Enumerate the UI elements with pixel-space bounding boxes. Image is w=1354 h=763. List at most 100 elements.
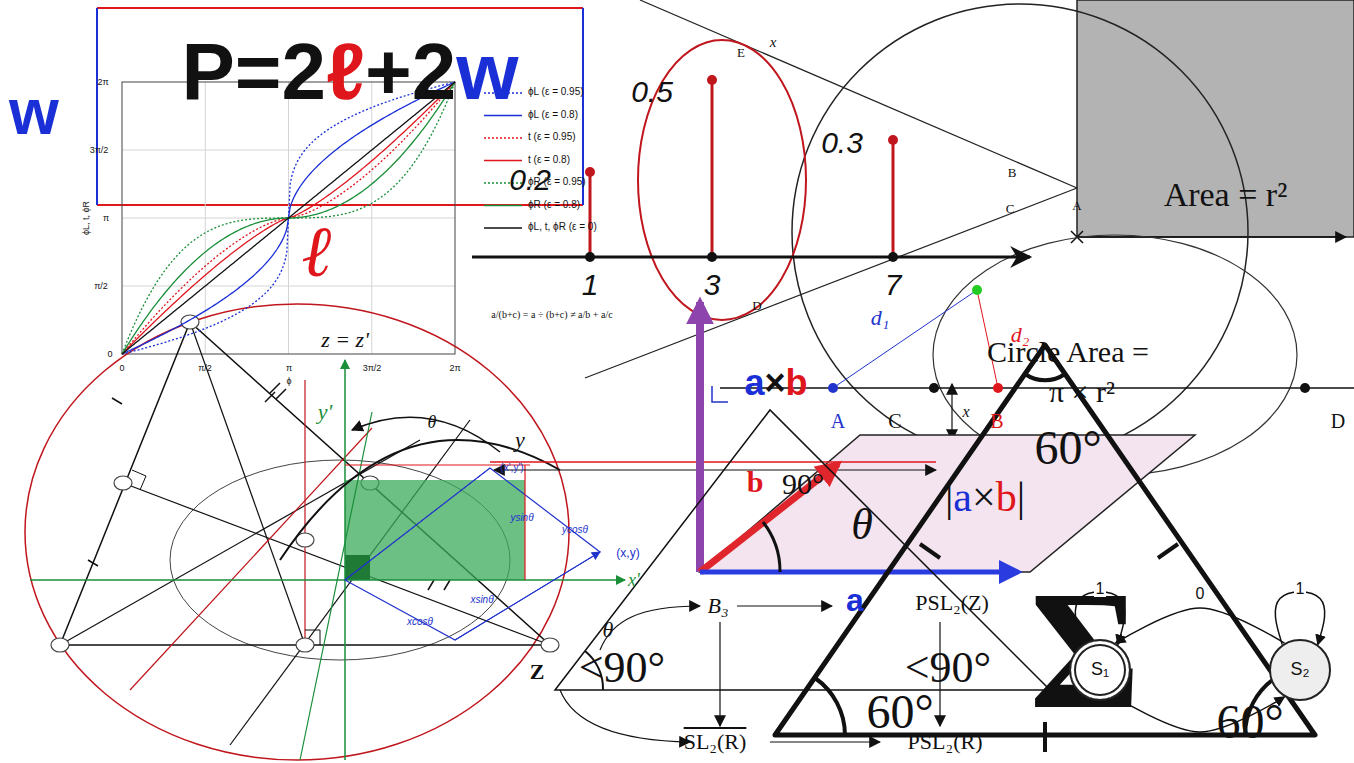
chart-frame: [122, 286, 455, 287]
chart-curve: [122, 82, 455, 354]
math-label: ysinθ: [510, 513, 533, 523]
stem-plot: [707, 75, 717, 85]
math-label: |a×b|: [945, 476, 1025, 518]
legend-text: ϕL (ε = 0.95): [528, 87, 584, 97]
legend-sample: [484, 160, 522, 162]
chart-curve: [122, 82, 455, 354]
math-label: P=2ℓ+2w: [181, 32, 518, 112]
square-area-figure: [1077, 236, 1346, 238]
math-label: C: [1006, 202, 1015, 215]
rotation-figure: [455, 552, 600, 640]
math-label: z = z': [321, 329, 369, 351]
chart-curve: [122, 82, 455, 354]
math-label: 60°: [1034, 424, 1101, 472]
math-label: 0.5: [631, 77, 673, 107]
math-label: A: [1072, 199, 1081, 212]
stem-plot: [472, 40, 1030, 320]
group-maps: [600, 606, 700, 650]
math-label: 1: [582, 270, 599, 300]
stem-plot: [707, 252, 717, 262]
glyph: 2: [412, 27, 457, 116]
math-label: E: [737, 46, 745, 59]
glyph: a: [744, 362, 764, 403]
rotation-figure: [30, 579, 625, 581]
distance-figure: [951, 384, 952, 440]
math-label: b: [747, 467, 764, 497]
square-area-figure: [792, 4, 1248, 460]
math-label: SL₂(R): [684, 731, 747, 753]
math-label: <90°: [579, 646, 665, 690]
math-label: a: [846, 584, 864, 616]
edge-label: 0: [1194, 586, 1207, 602]
distance-figure: [993, 383, 1003, 393]
rotation-figure: [345, 468, 490, 580]
triangles: [775, 345, 1315, 735]
glyph: P: [181, 27, 234, 116]
math-label: θ: [428, 413, 437, 431]
math-label: 2π: [449, 364, 460, 373]
chart-curve: [122, 82, 455, 354]
triangle-geometry: [304, 380, 305, 645]
state-circle: S₁: [1069, 639, 1131, 701]
cross-product-figure: [763, 522, 780, 572]
math-label: π: [286, 364, 292, 373]
math-label: 0.3: [821, 128, 863, 158]
cross-product-figure: [494, 469, 936, 470]
perimeter-rectangle: [582, 8, 584, 205]
cross-product-figure: [712, 386, 728, 402]
triangle-geometry: [132, 470, 146, 490]
math-label: A: [831, 411, 845, 431]
math-label: 7: [885, 270, 902, 300]
stem-plot: [589, 174, 592, 257]
math-label: π × r²: [1049, 377, 1115, 407]
rotation-figure: [352, 417, 500, 452]
square-area-figure: [640, 0, 1077, 188]
glyph: ℓ: [326, 27, 365, 116]
legend-text: t (ε = 0.95): [528, 132, 576, 142]
node-text: Area = r²: [1164, 176, 1288, 213]
triangle-geometry: [114, 476, 132, 490]
glyph: b: [996, 474, 1017, 520]
square-area-figure: [1077, 0, 1354, 237]
transition-arrow: [1116, 608, 1285, 643]
cross-product-figure: [696, 302, 704, 572]
edge-label: 1: [1094, 581, 1107, 597]
rotation-figure: [280, 440, 560, 560]
chart-frame: [122, 150, 455, 151]
math-label: (x,y): [616, 547, 639, 559]
stem-plot: [585, 252, 595, 262]
math-label: a×b: [744, 365, 807, 401]
math-label: Z: [530, 661, 545, 683]
group-maps: [719, 622, 720, 726]
glyph: |: [1017, 474, 1025, 520]
math-label: x: [962, 404, 969, 420]
stem-plot: [585, 167, 595, 177]
group-maps: [560, 606, 940, 742]
math-label: 3: [704, 270, 721, 300]
triangles: [555, 410, 1050, 690]
math-label: π: [103, 214, 109, 223]
triangles: [555, 345, 1315, 752]
triangle-geometry: [296, 638, 314, 652]
glyph: =: [235, 27, 282, 116]
perimeter-rectangle: [97, 7, 583, 9]
legend-sample: [484, 137, 522, 139]
triangle-geometry: [25, 304, 569, 760]
math-label: 2π: [97, 78, 108, 87]
math-label: y: [515, 429, 525, 451]
distance-figure: [828, 383, 838, 393]
square-area: Area = r²: [1077, 0, 1354, 237]
cross-product-figure: [490, 302, 1195, 572]
transition-arrow: [1275, 592, 1324, 645]
glyph: ×: [765, 362, 786, 403]
math-label: d₁: [871, 307, 890, 329]
math-label: π/2: [198, 364, 212, 373]
triangle-geometry: [25, 304, 569, 760]
group-maps: [770, 741, 880, 742]
perimeter-rectangle: [96, 8, 98, 205]
triangle-geometry: [51, 315, 559, 652]
math-label: θ: [851, 503, 873, 547]
triangle-geometry: [181, 315, 199, 329]
math-label: xcosθ: [407, 617, 433, 627]
math-label: x: [770, 35, 777, 50]
